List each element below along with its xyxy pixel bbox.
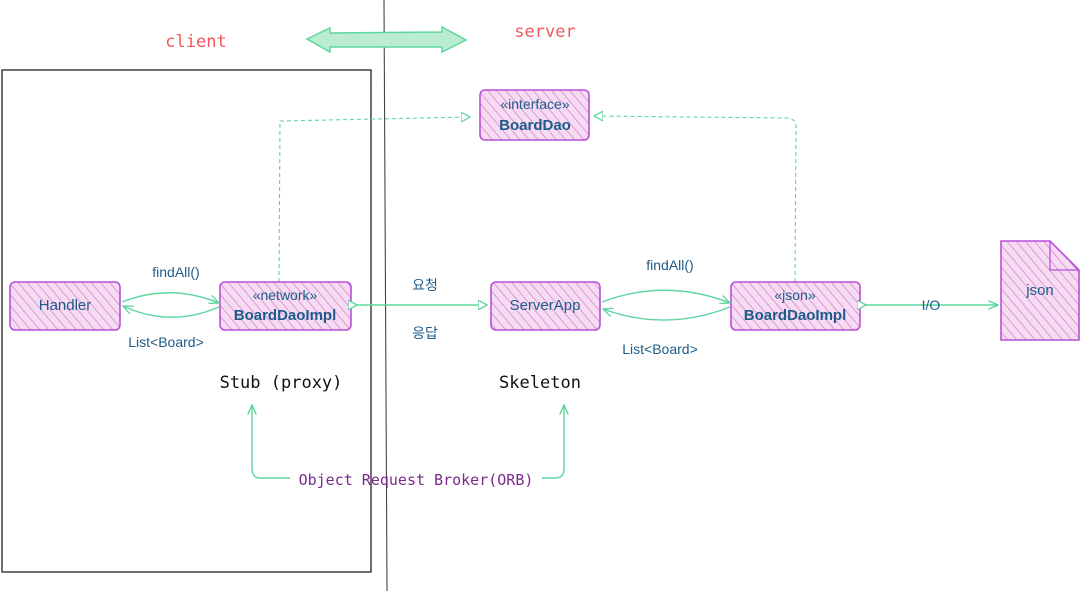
request-label: 요청	[412, 277, 438, 293]
orb-to-skeleton-arrow	[542, 405, 564, 479]
board-dao-stereotype: «interface»	[500, 96, 569, 112]
io-label: I/O	[922, 297, 941, 313]
server-app-name: ServerApp	[510, 297, 581, 314]
server-label: server	[514, 22, 575, 42]
list-board-label-right: List<Board>	[622, 341, 698, 357]
json-impl-name: BoardDaoImpl	[744, 307, 847, 324]
json-file-icon	[1000, 240, 1080, 341]
find-all-call-arrow-right	[601, 289, 730, 303]
json-impl-stereotype: «json»	[774, 287, 815, 303]
handler-name: Handler	[39, 297, 92, 314]
client-server-divider	[383, 0, 388, 591]
list-board-return-arrow-left	[123, 306, 220, 318]
skeleton-label: Skeleton	[499, 373, 581, 393]
stub-impl-stereotype: «network»	[253, 287, 318, 303]
server-app-box	[490, 281, 601, 331]
find-all-label-left: findAll()	[152, 264, 199, 280]
find-all-label-right: findAll()	[646, 257, 693, 273]
list-board-label-left: List<Board>	[128, 334, 204, 350]
json-file-fold	[1049, 241, 1079, 271]
board-dao-name: BoardDao	[499, 117, 571, 134]
client-label: client	[165, 32, 226, 52]
stub-impl-name: BoardDaoImpl	[234, 307, 337, 324]
response-label: 응답	[412, 325, 438, 341]
orb-to-stub-arrow	[252, 405, 290, 479]
find-all-call-arrow-left	[121, 292, 219, 303]
list-board-return-arrow-right	[603, 306, 731, 321]
json-impl-implements-line	[594, 116, 797, 283]
json-file-name: json	[1025, 282, 1054, 299]
client-server-double-arrow	[305, 25, 468, 54]
board-dao-interface-box	[479, 89, 590, 141]
handler-box	[9, 281, 121, 331]
client-boundary	[1, 69, 372, 573]
stub-proxy-label: Stub (proxy)	[220, 373, 343, 393]
stub-implements-line	[278, 117, 470, 283]
orb-label: Object Request Broker(ORB)	[299, 471, 534, 489]
